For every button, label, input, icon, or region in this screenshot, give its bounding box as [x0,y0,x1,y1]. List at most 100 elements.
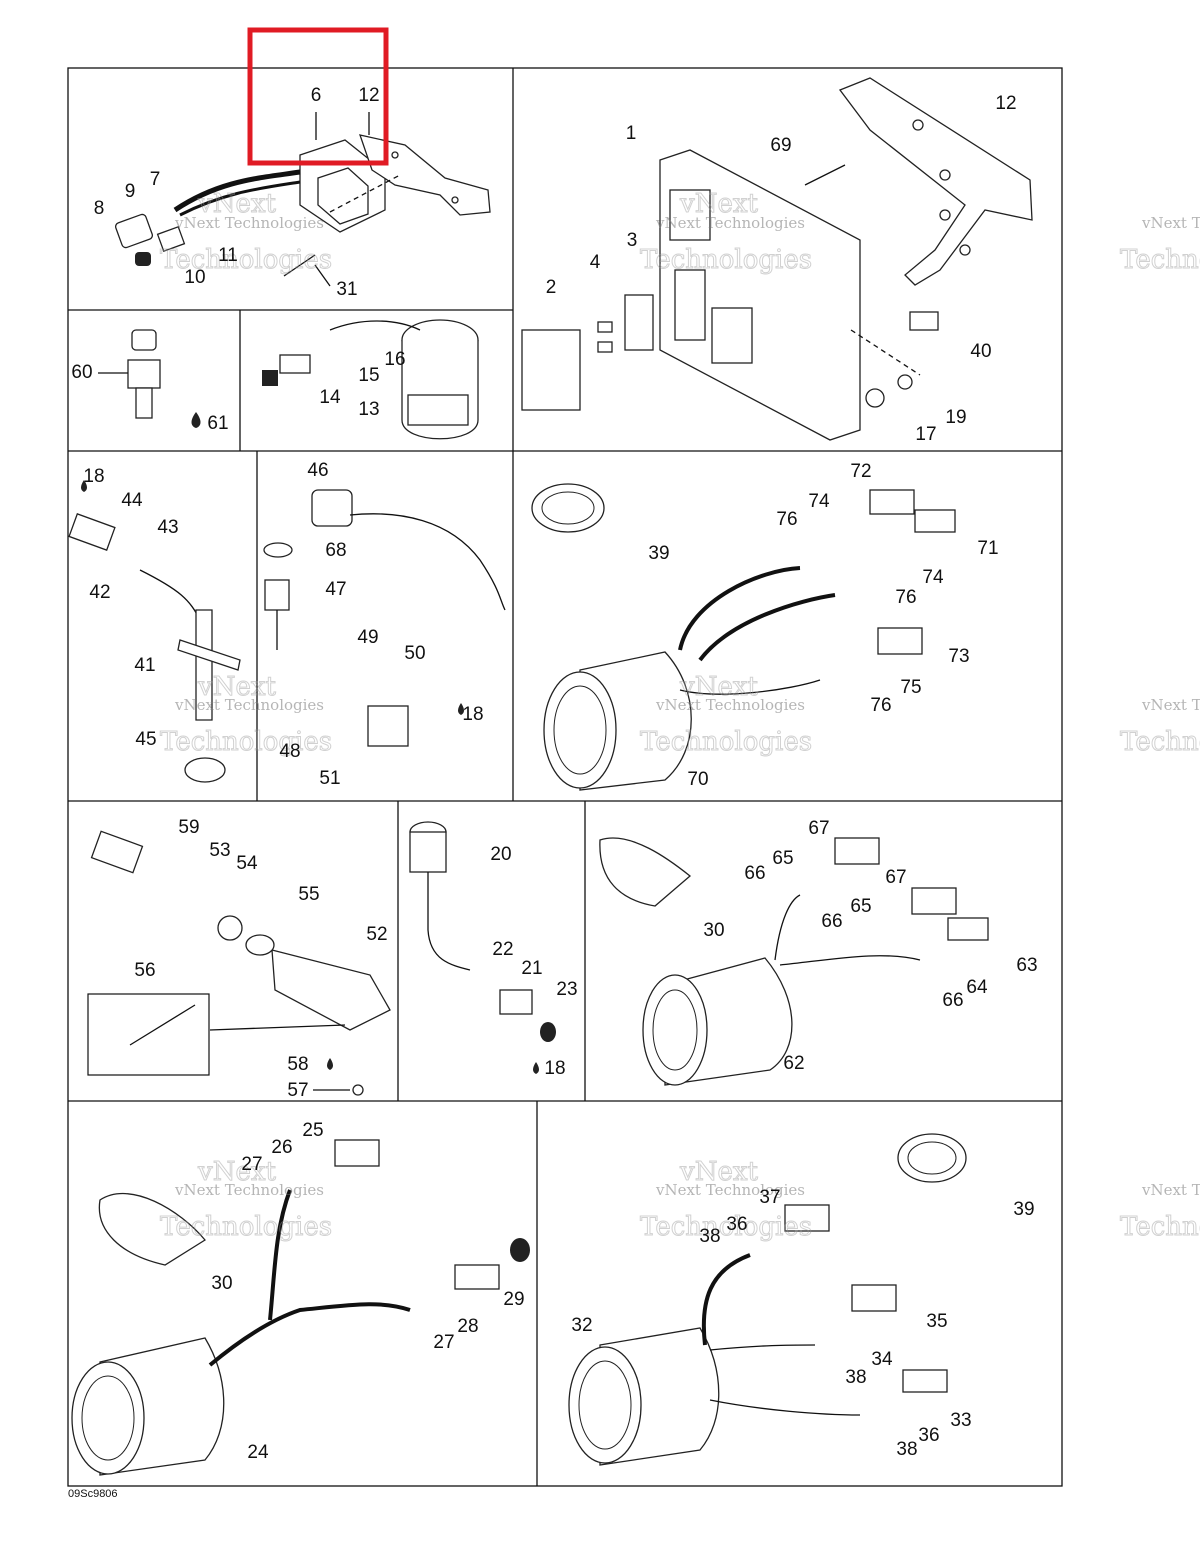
callout-label: 6 [311,85,322,106]
watermark-text: vNext Technologies [655,1181,805,1199]
callout-label: 38 [896,1439,917,1460]
watermark-outline: vNext [197,672,276,702]
callout-label: 3 [627,230,638,251]
callout-label: 39 [648,543,669,564]
callout-label: 18 [462,704,483,725]
callout-label: 66 [942,990,963,1011]
figure-code: 09Sc9806 [68,1488,118,1500]
callout-label: 19 [945,407,966,428]
callout-label: 1 [626,123,637,144]
callout-label: 38 [845,1367,866,1388]
callout-label: 12 [995,93,1016,114]
callout-label: 14 [319,387,341,408]
callout-label: 64 [966,977,988,998]
callout-label: 22 [492,939,513,960]
ecm-module-drawing [521,77,1033,441]
callout-label: 60 [71,362,92,383]
callout-label: 74 [808,491,830,512]
callout-label: 27 [433,1332,454,1353]
callout-label: 4 [590,252,601,273]
watermark-outline: vNext [197,1157,276,1187]
callout-label: 12 [358,85,379,106]
callout-label: 44 [121,490,143,511]
gauge-70-drawing [531,483,956,791]
callout-label: 18 [544,1058,565,1079]
callout-label: 72 [850,461,871,482]
callout-label: 25 [302,1120,323,1141]
callout-label: 75 [900,677,921,698]
callout-label: 30 [703,920,724,941]
callout-label: 46 [307,460,328,481]
callout-label: 13 [358,399,379,420]
callout-label: 11 [218,245,238,266]
callout-label: 67 [808,818,829,839]
speed-sensor-drawing [87,830,391,1096]
watermark-outline: Technologies [1120,1212,1200,1242]
callout-label: 65 [850,896,871,917]
callout-label: 39 [1013,1199,1034,1220]
callout-label: 49 [357,627,378,648]
temp-sensor-drawing [409,821,556,1074]
watermark-outline: Technologies [640,1212,812,1242]
highlight-box [247,27,389,166]
callout-label: 73 [948,646,969,667]
callout-label: 65 [772,848,793,869]
watermark-outline: vNext [679,1157,758,1187]
callout-label: 61 [207,413,228,434]
callout-label: 8 [94,198,105,219]
watermark-outline: vNext [679,189,758,219]
watermark-outline: Technologies [160,245,332,275]
bilge-pump-drawing [262,319,479,440]
callout-label: 23 [556,979,577,1000]
callout-label: 74 [922,567,944,588]
callout-label: 18 [83,466,104,487]
watermark-outline: Technologies [640,245,812,275]
callout-label: 34 [871,1349,893,1370]
watermark-outline: Technologies [160,1212,332,1242]
watermarks: vNext Technologies vNext Technologies vN… [160,189,1200,1243]
callout-label: 45 [135,729,156,750]
callout-label: 9 [125,181,136,202]
callout-label: 68 [325,540,346,561]
callout-label: 31 [336,279,357,300]
callout-label: 47 [325,579,346,600]
watermark-text: vNext Technologies [174,696,324,714]
callout-label: 15 [358,365,379,386]
callout-label: 21 [521,958,542,979]
callout-label: 63 [1016,955,1037,976]
callout-label: 71 [977,538,998,559]
watermark-outline: Technologies [1120,245,1200,275]
callout-label: 26 [271,1137,292,1158]
gauge-24-drawing [71,1139,530,1476]
callout-label: 54 [236,853,258,874]
callout-label: 66 [744,863,765,884]
callout-label: 17 [915,424,936,445]
callout-label: 76 [895,587,916,608]
sensor-drawing [98,329,201,428]
watermark-text: vNext Technologies [655,696,805,714]
watermark-outline: Technologies [160,727,332,757]
callout-label: 32 [571,1315,592,1336]
callout-label: 7 [150,169,161,190]
callout-label: 48 [279,741,300,762]
callout-label: 30 [211,1273,232,1294]
panel-grid [67,67,1063,1487]
callout-label: 16 [384,349,405,370]
callout-label: 37 [759,1187,780,1208]
callout-label: 43 [157,517,178,538]
gauge-62-drawing [599,837,989,1086]
fuel-sensor-drawing [68,480,241,783]
callout-label: 36 [918,1425,939,1446]
callout-label: 50 [404,643,425,664]
gauge-32-drawing [568,1133,967,1466]
callout-label: 69 [770,135,791,156]
callout-label: 57 [287,1080,308,1101]
callout-label: 35 [926,1311,947,1332]
callout-label: 53 [209,840,230,861]
watermark-outline: vNext [679,672,758,702]
callout-label: 33 [950,1410,971,1431]
watermark-text: vNext Technologies [1141,1181,1200,1199]
watermark-outline: vNext [197,189,276,219]
callout-label: 55 [298,884,319,905]
